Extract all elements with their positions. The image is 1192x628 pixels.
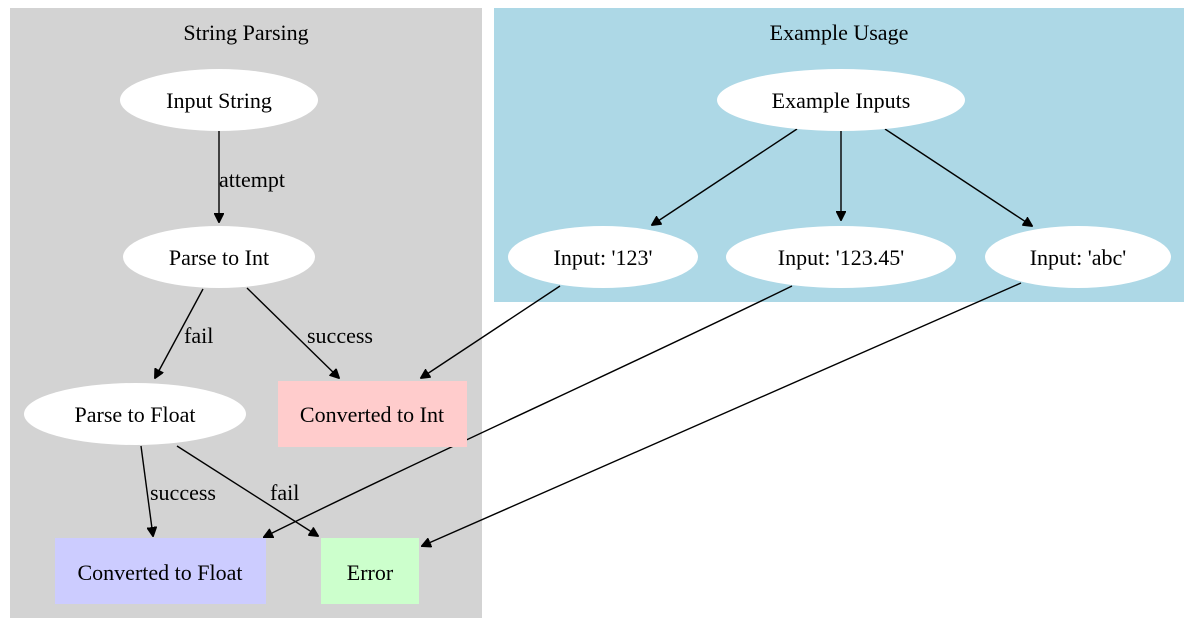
node-input-123: Input: '123' <box>508 226 698 288</box>
node-input-string-label: Input String <box>166 88 272 113</box>
edge-example-inputs-to-input-123 <box>652 128 798 225</box>
cluster-string-parsing-label: String Parsing <box>183 20 308 45</box>
edge-parse-float-to-error <box>176 445 318 536</box>
edges: attempt fail success success fail <box>140 128 1032 546</box>
node-input-12345-shape <box>726 226 956 288</box>
node-example-inputs-label: Example Inputs <box>772 88 911 113</box>
edge-input-abc-to-error <box>422 282 1022 546</box>
node-input-123-shape <box>508 226 698 288</box>
node-parse-to-float-label: Parse to Float <box>75 402 196 427</box>
node-parse-to-int: Parse to Int <box>123 226 315 288</box>
edge-label-fail-float: fail <box>270 480 299 505</box>
node-example-inputs: Example Inputs <box>717 69 965 131</box>
node-converted-to-int: Converted to Int <box>278 381 467 447</box>
node-input-abc-label: Input: 'abc' <box>1030 245 1127 270</box>
edge-input-12345-to-converted-float <box>264 285 793 537</box>
node-parse-to-int-label: Parse to Int <box>169 245 269 270</box>
node-parse-to-float-shape <box>24 383 246 445</box>
node-input-string: Input String <box>120 69 318 131</box>
node-parse-to-int-shape <box>123 226 315 288</box>
edge-label-success-float: success <box>150 480 216 505</box>
edge-label-success-int: success <box>307 323 373 348</box>
node-input-abc: Input: 'abc' <box>985 226 1171 288</box>
node-error-shape <box>321 538 419 604</box>
edge-label-attempt: attempt <box>219 167 285 192</box>
node-converted-to-float-shape <box>55 538 266 604</box>
node-input-string-shape <box>120 69 318 131</box>
node-input-12345: Input: '123.45' <box>726 226 956 288</box>
node-error-label: Error <box>347 560 394 585</box>
node-error: Error <box>321 538 419 604</box>
node-example-inputs-shape <box>717 69 965 131</box>
cluster-example-usage-label: Example Usage <box>770 20 909 45</box>
edge-label-fail-int: fail <box>184 323 213 348</box>
edge-example-inputs-to-input-abc <box>884 128 1032 226</box>
node-parse-to-float: Parse to Float <box>24 383 246 445</box>
node-converted-to-float: Converted to Float <box>55 538 266 604</box>
node-converted-to-int-shape <box>278 381 467 447</box>
node-input-abc-shape <box>985 226 1171 288</box>
node-converted-to-int-label: Converted to Int <box>300 402 444 427</box>
edge-parse-float-to-converted-float <box>140 445 153 536</box>
node-input-12345-label: Input: '123.45' <box>778 245 905 270</box>
edge-input-123-to-converted-int <box>421 285 561 378</box>
edge-parse-int-to-converted-int <box>246 287 339 378</box>
node-converted-to-float-label: Converted to Float <box>78 560 243 585</box>
edge-parse-int-to-parse-float <box>155 288 204 378</box>
node-input-123-label: Input: '123' <box>554 245 653 270</box>
